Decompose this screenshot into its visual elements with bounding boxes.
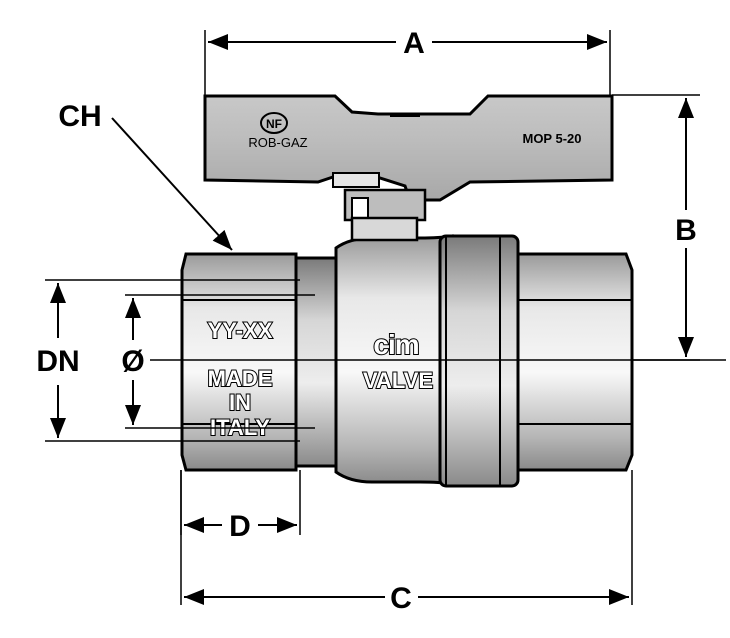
dimension-d-label: D <box>229 510 251 543</box>
dimension-phi: Ø <box>121 294 315 429</box>
dimension-dn: DN <box>36 279 300 442</box>
body-code-text: YY-XX <box>208 318 273 343</box>
dimension-d: D <box>180 470 301 543</box>
dimension-a-label: A <box>403 27 425 60</box>
maker-valve-text: VALVE <box>363 368 433 393</box>
dimension-b: B <box>612 94 700 361</box>
butterfly-handle: NF ROB-GAZ MOP 5-20 <box>203 94 614 222</box>
valve-body <box>150 216 726 488</box>
handle-brand-text: ROB-GAZ <box>248 135 307 150</box>
dimension-b-label: B <box>675 214 697 247</box>
dimension-c-label: C <box>390 582 412 615</box>
dimension-phi-label: Ø <box>121 345 144 378</box>
body-origin-line1: MADE <box>208 366 273 391</box>
nf-logo-text: NF <box>266 117 282 131</box>
dimension-dn-label: DN <box>36 345 79 378</box>
dimension-ch-label: CH <box>58 100 101 133</box>
dimension-a: A <box>204 27 611 96</box>
nf-logo: NF <box>260 112 288 134</box>
body-origin-line2: IN <box>229 390 251 415</box>
maker-logo-text: cim <box>373 329 418 360</box>
handle-pressure-text: MOP 5-20 <box>522 131 581 146</box>
dimension-ch: CH <box>58 100 233 251</box>
